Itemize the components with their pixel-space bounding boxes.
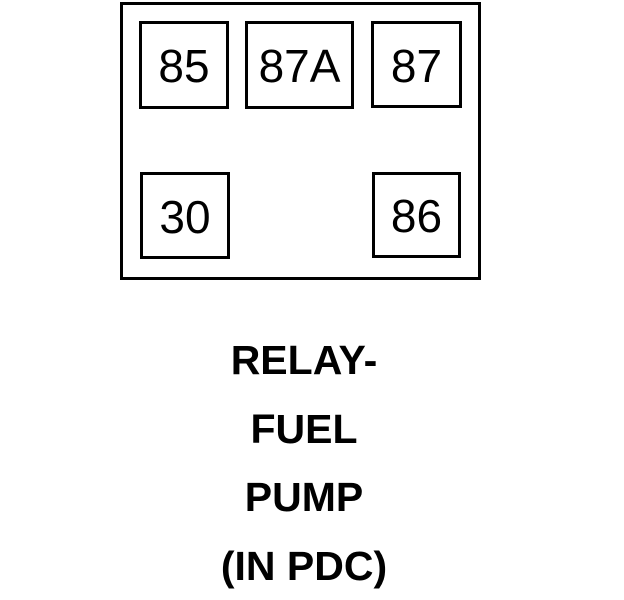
caption-line-relay: RELAY- [230, 337, 378, 383]
relay-pin-87: 87 [371, 21, 462, 108]
relay-pin-85: 85 [139, 21, 229, 109]
relay-body-outline: 85 87A 87 30 86 [120, 2, 481, 280]
pin-label-30: 30 [159, 190, 211, 243]
caption-line-pump: PUMP [244, 474, 364, 520]
pin-label-86: 86 [390, 190, 443, 242]
relay-pin-86: 86 [372, 172, 461, 258]
relay-pin-30: 30 [140, 172, 230, 259]
caption-line-fuel: FUEL [250, 406, 358, 452]
relay-pin-87a: 87A [245, 21, 354, 109]
pin-label-87a: 87A [258, 40, 341, 92]
pin-label-87: 87 [390, 39, 443, 92]
pin-label-85: 85 [158, 40, 210, 92]
caption-line-in-pdc: (IN PDC) [220, 543, 388, 589]
